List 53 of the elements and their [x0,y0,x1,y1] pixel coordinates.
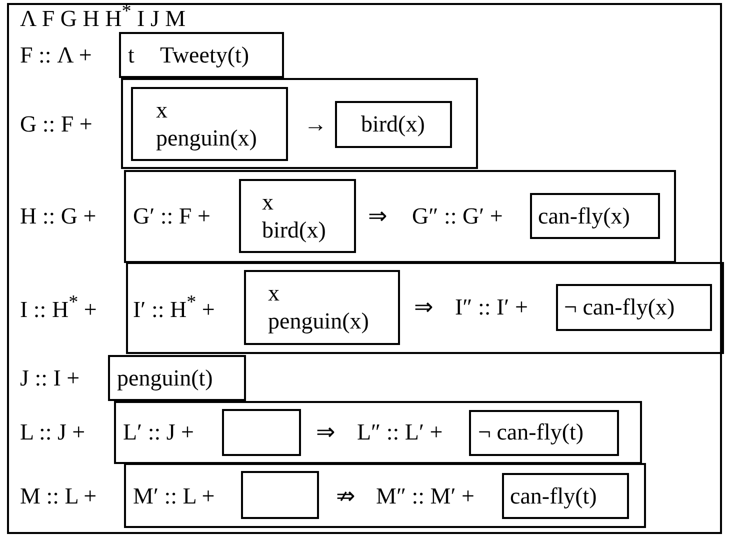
drs-box [119,32,284,78]
drs-box [244,270,400,345]
formula-text: ¬ can-fly(t) [478,420,584,444]
row-label: L :: J + [20,420,86,444]
formula-text: can-fly(x) [538,204,630,228]
formula-text: I′ :: H$^{*}$ + [133,293,215,321]
heading-text: Λ F G H H$^{*}$ I J M [20,2,186,30]
formula-text: L″ :: L′ + [357,420,443,444]
row-label: I :: H$^{*}$ + [20,293,97,321]
formula-text: penguin(t) [117,366,213,390]
drs-box [530,193,660,239]
drs-box [239,179,356,253]
row-label: H :: G + [20,204,96,228]
empty-drs-box [222,409,301,456]
drs-box [469,410,619,456]
formula-text: G′ :: F + [133,204,210,228]
row-label: G :: F + [20,112,92,136]
formula-text: Tweety(t) [160,44,250,66]
formula-text: penguin(x) [156,126,257,150]
drs-box [124,463,646,528]
implication-symbol: ⇏ [336,484,355,508]
drs-box [108,355,246,401]
row-label: F :: Λ + [20,44,92,66]
drs-box [126,262,724,354]
empty-drs-box [241,471,319,519]
implication-symbol: → [304,112,327,136]
drs-box [502,473,629,519]
formula-text: L′ :: J + [123,420,194,444]
formula-text: can-fly(t) [510,484,597,508]
formula-text: penguin(x) [268,310,369,332]
drs-box [556,284,712,331]
formula-text: M′ :: L + [133,484,215,508]
drs-box [124,170,676,263]
formula-text: M″ :: M′ + [376,484,475,508]
formula-text: I″ :: I′ + [455,296,528,318]
row-label: J :: I + [20,366,80,390]
drs-box [131,87,288,161]
drs-box [114,401,642,464]
formula-text: x [262,190,274,214]
implication-symbol: ⇒ [414,296,433,318]
formula-text: x [268,282,280,304]
drs-box [335,101,452,148]
formula-text: x [156,98,168,122]
implication-symbol: ⇒ [316,420,335,444]
outer-drs-box [7,3,722,534]
formula-text: G″ :: G′ + [412,204,503,228]
formula-text: ¬ can-fly(x) [564,296,675,318]
formula-text: bird(x) [361,112,425,136]
implication-symbol: ⇒ [368,204,387,228]
drs-box [121,78,478,169]
formula-text: t [128,44,134,66]
formula-text: bird(x) [262,218,326,242]
row-label: M :: L + [20,484,97,508]
